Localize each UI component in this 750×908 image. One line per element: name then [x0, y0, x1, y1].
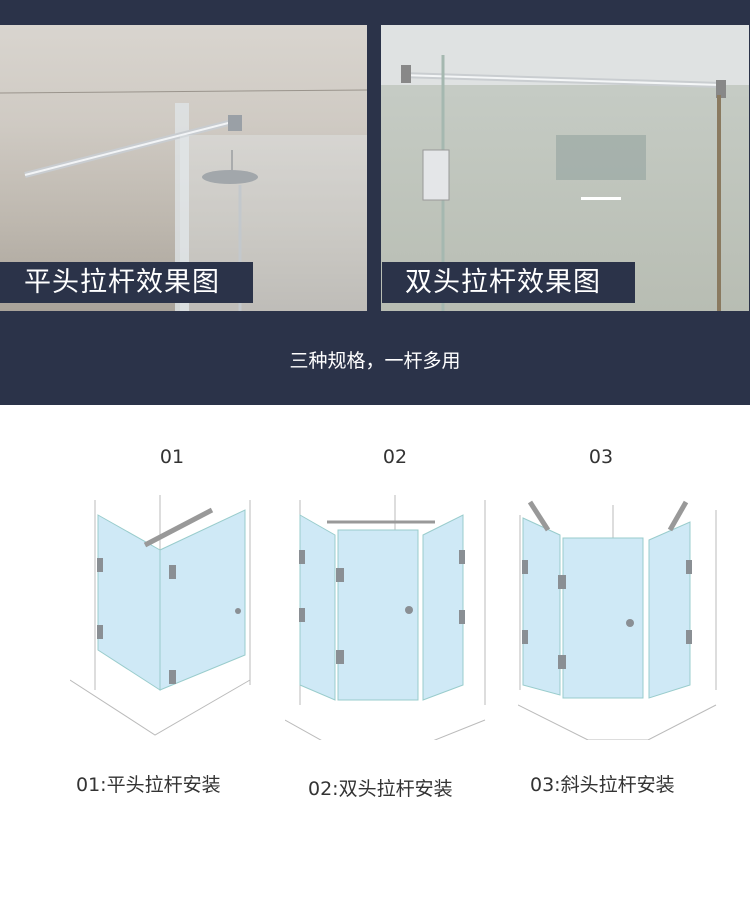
spec-number-01: 01: [159, 446, 185, 468]
flat-rod-label: 平头拉杆效果图: [0, 262, 253, 303]
flat-rod-photo: 平头拉杆效果图: [0, 25, 367, 311]
shower-photo-illustration: [381, 25, 749, 311]
caption-flat-rod: 01:平头拉杆安装: [76, 774, 221, 796]
double-rod-diagram: [285, 495, 486, 740]
double-rod-photo: 双头拉杆效果图: [381, 25, 749, 311]
tagline: 三种规格，一杆多用: [289, 350, 461, 372]
top-banner: 平头拉杆效果图 双头拉杆效果图 三种规格，一杆多用: [0, 0, 750, 405]
angled-rod-diagram: [518, 500, 717, 740]
caption-angled-rod: 03:斜头拉杆安装: [530, 774, 675, 796]
double-rod-label: 双头拉杆效果图: [382, 262, 635, 303]
caption-double-rod: 02:双头拉杆安装: [308, 778, 453, 800]
spec-number-03: 03: [588, 446, 614, 468]
spec-number-02: 02: [382, 446, 408, 468]
flat-rod-diagram: [70, 495, 251, 736]
